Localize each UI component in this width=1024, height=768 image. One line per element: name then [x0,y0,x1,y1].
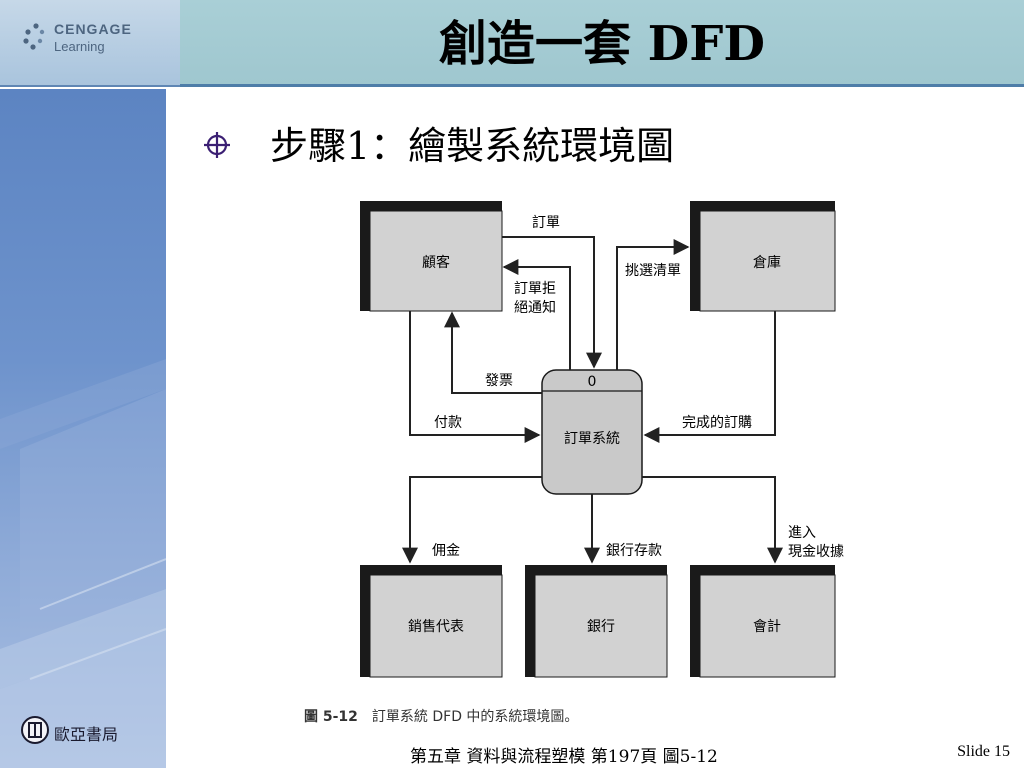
entity-bank: 銀行 [525,565,668,678]
sidebar-background-graphic [0,359,166,768]
cengage-logo: CENGAGE Learning [20,18,150,62]
flow-cash-label-1: 進入 [788,525,816,541]
flow-commission-line [402,476,542,564]
title-bar: 創造一套 DFD [180,0,1024,87]
flow-invoice-line [444,311,542,394]
entity-warehouse-label: 倉庫 [753,254,781,271]
flow-order-label: 訂單 [532,215,560,231]
process-order-system: 0 訂單系統 [541,369,643,495]
header-logo-area: CENGAGE Learning [0,0,180,87]
entity-bank-label: 銀行 [587,619,615,635]
publisher-name: 歐亞書局 [54,725,119,744]
context-diagram: 顧客 倉庫 銷售代表 銀行 會計 0 訂單系統 [360,201,844,678]
logo-sub-text: Learning [54,39,105,54]
flow-rejection-label-2: 絕通知 [514,299,556,316]
flow-completed-order-label: 完成的訂購 [682,415,752,431]
flow-commission-label: 佣金 [432,543,460,559]
flow-picking-list-label: 挑選清單 [625,263,681,279]
entity-customer-label: 顧客 [422,254,450,271]
publisher-seal-icon [21,716,49,744]
flow-invoice-label: 發票 [485,373,513,389]
figure-caption-text: 訂單系統 DFD 中的系統環境圖。 [371,709,579,725]
flow-rejection-line [502,259,571,370]
cengage-logo-icon [23,23,45,50]
flow-completed-order-line [643,311,776,443]
figure-number: 圖 5-12 [304,709,358,725]
bullet-step1-text: 步驟1：繪製系統環境圖 [270,124,675,168]
flow-rejection-label-1: 訂單拒 [514,281,556,297]
flow-payment-label: 付款 [434,415,462,431]
flow-cash-label-2: 現金收據 [788,544,844,560]
flow-cash-line [642,476,783,564]
crosshair-bullet-icon [204,132,230,158]
flow-payment-line [409,311,541,443]
entity-warehouse: 倉庫 [690,201,836,312]
entity-sales-rep: 銷售代表 [360,565,503,678]
flow-picking-list-line [616,239,690,370]
sidebar-decoration [0,89,166,768]
logo-brand-text: CENGAGE [54,21,132,37]
entity-customer: 顧客 [360,201,503,312]
slide-number: Slide 15 [957,743,1010,760]
entity-sales-rep-label: 銷售代表 [408,619,464,635]
flow-order-line [502,236,602,369]
flow-bank-deposit-label: 銀行存款 [606,543,662,559]
entity-accounting-label: 會計 [753,619,781,635]
figure-caption: 圖 5-12 訂單系統 DFD 中的系統環境圖。 [304,706,578,726]
footer-chapter-info: 第五章 資料與流程塑模 第197頁 圖5-12 [410,747,718,767]
entity-accounting: 會計 [690,565,836,678]
slide-title: 創造一套 DFD [438,16,766,72]
process-name: 訂單系統 [564,431,620,447]
process-number: 0 [588,374,597,390]
